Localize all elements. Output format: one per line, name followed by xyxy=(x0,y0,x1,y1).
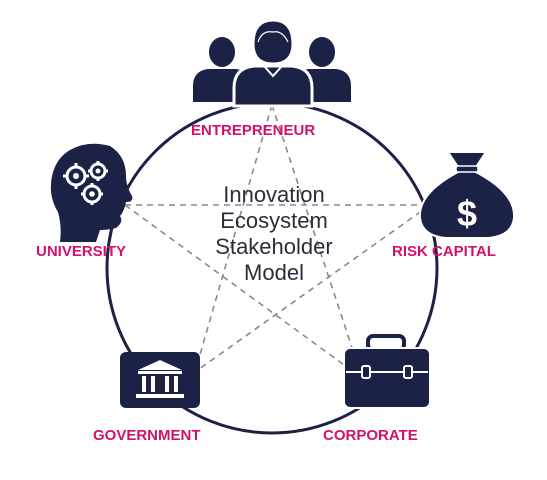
title-line-3: Stakeholder xyxy=(215,234,333,259)
connector-university-corporate xyxy=(124,204,363,379)
people-group-icon xyxy=(191,18,353,108)
connector-entrepreneur-government xyxy=(194,104,273,373)
title-line-4: Model xyxy=(244,260,304,285)
label-university: UNIVERSITY xyxy=(36,243,127,260)
label-government: GOVERNMENT xyxy=(93,427,201,444)
connector-lines xyxy=(124,104,431,379)
government-building-icon xyxy=(120,352,200,408)
connector-entrepreneur-corporate xyxy=(271,104,363,379)
label-corporate: CORPORATE xyxy=(323,427,418,444)
label-entrepreneur: ENTREPRENEUR xyxy=(191,122,316,139)
title-line-2: Ecosystem xyxy=(220,208,328,233)
dollar-sign-icon: $ xyxy=(457,193,477,234)
money-bag-icon xyxy=(418,151,516,239)
connector-riskcapital-government xyxy=(194,204,431,373)
label-risk-capital: RISK CAPITAL xyxy=(392,243,496,260)
briefcase-icon xyxy=(343,334,431,409)
head-gears-icon xyxy=(50,143,133,242)
title-line-1: Innovation xyxy=(223,182,325,207)
diagram-title: Innovation Ecosystem Stakeholder Model xyxy=(160,182,388,286)
